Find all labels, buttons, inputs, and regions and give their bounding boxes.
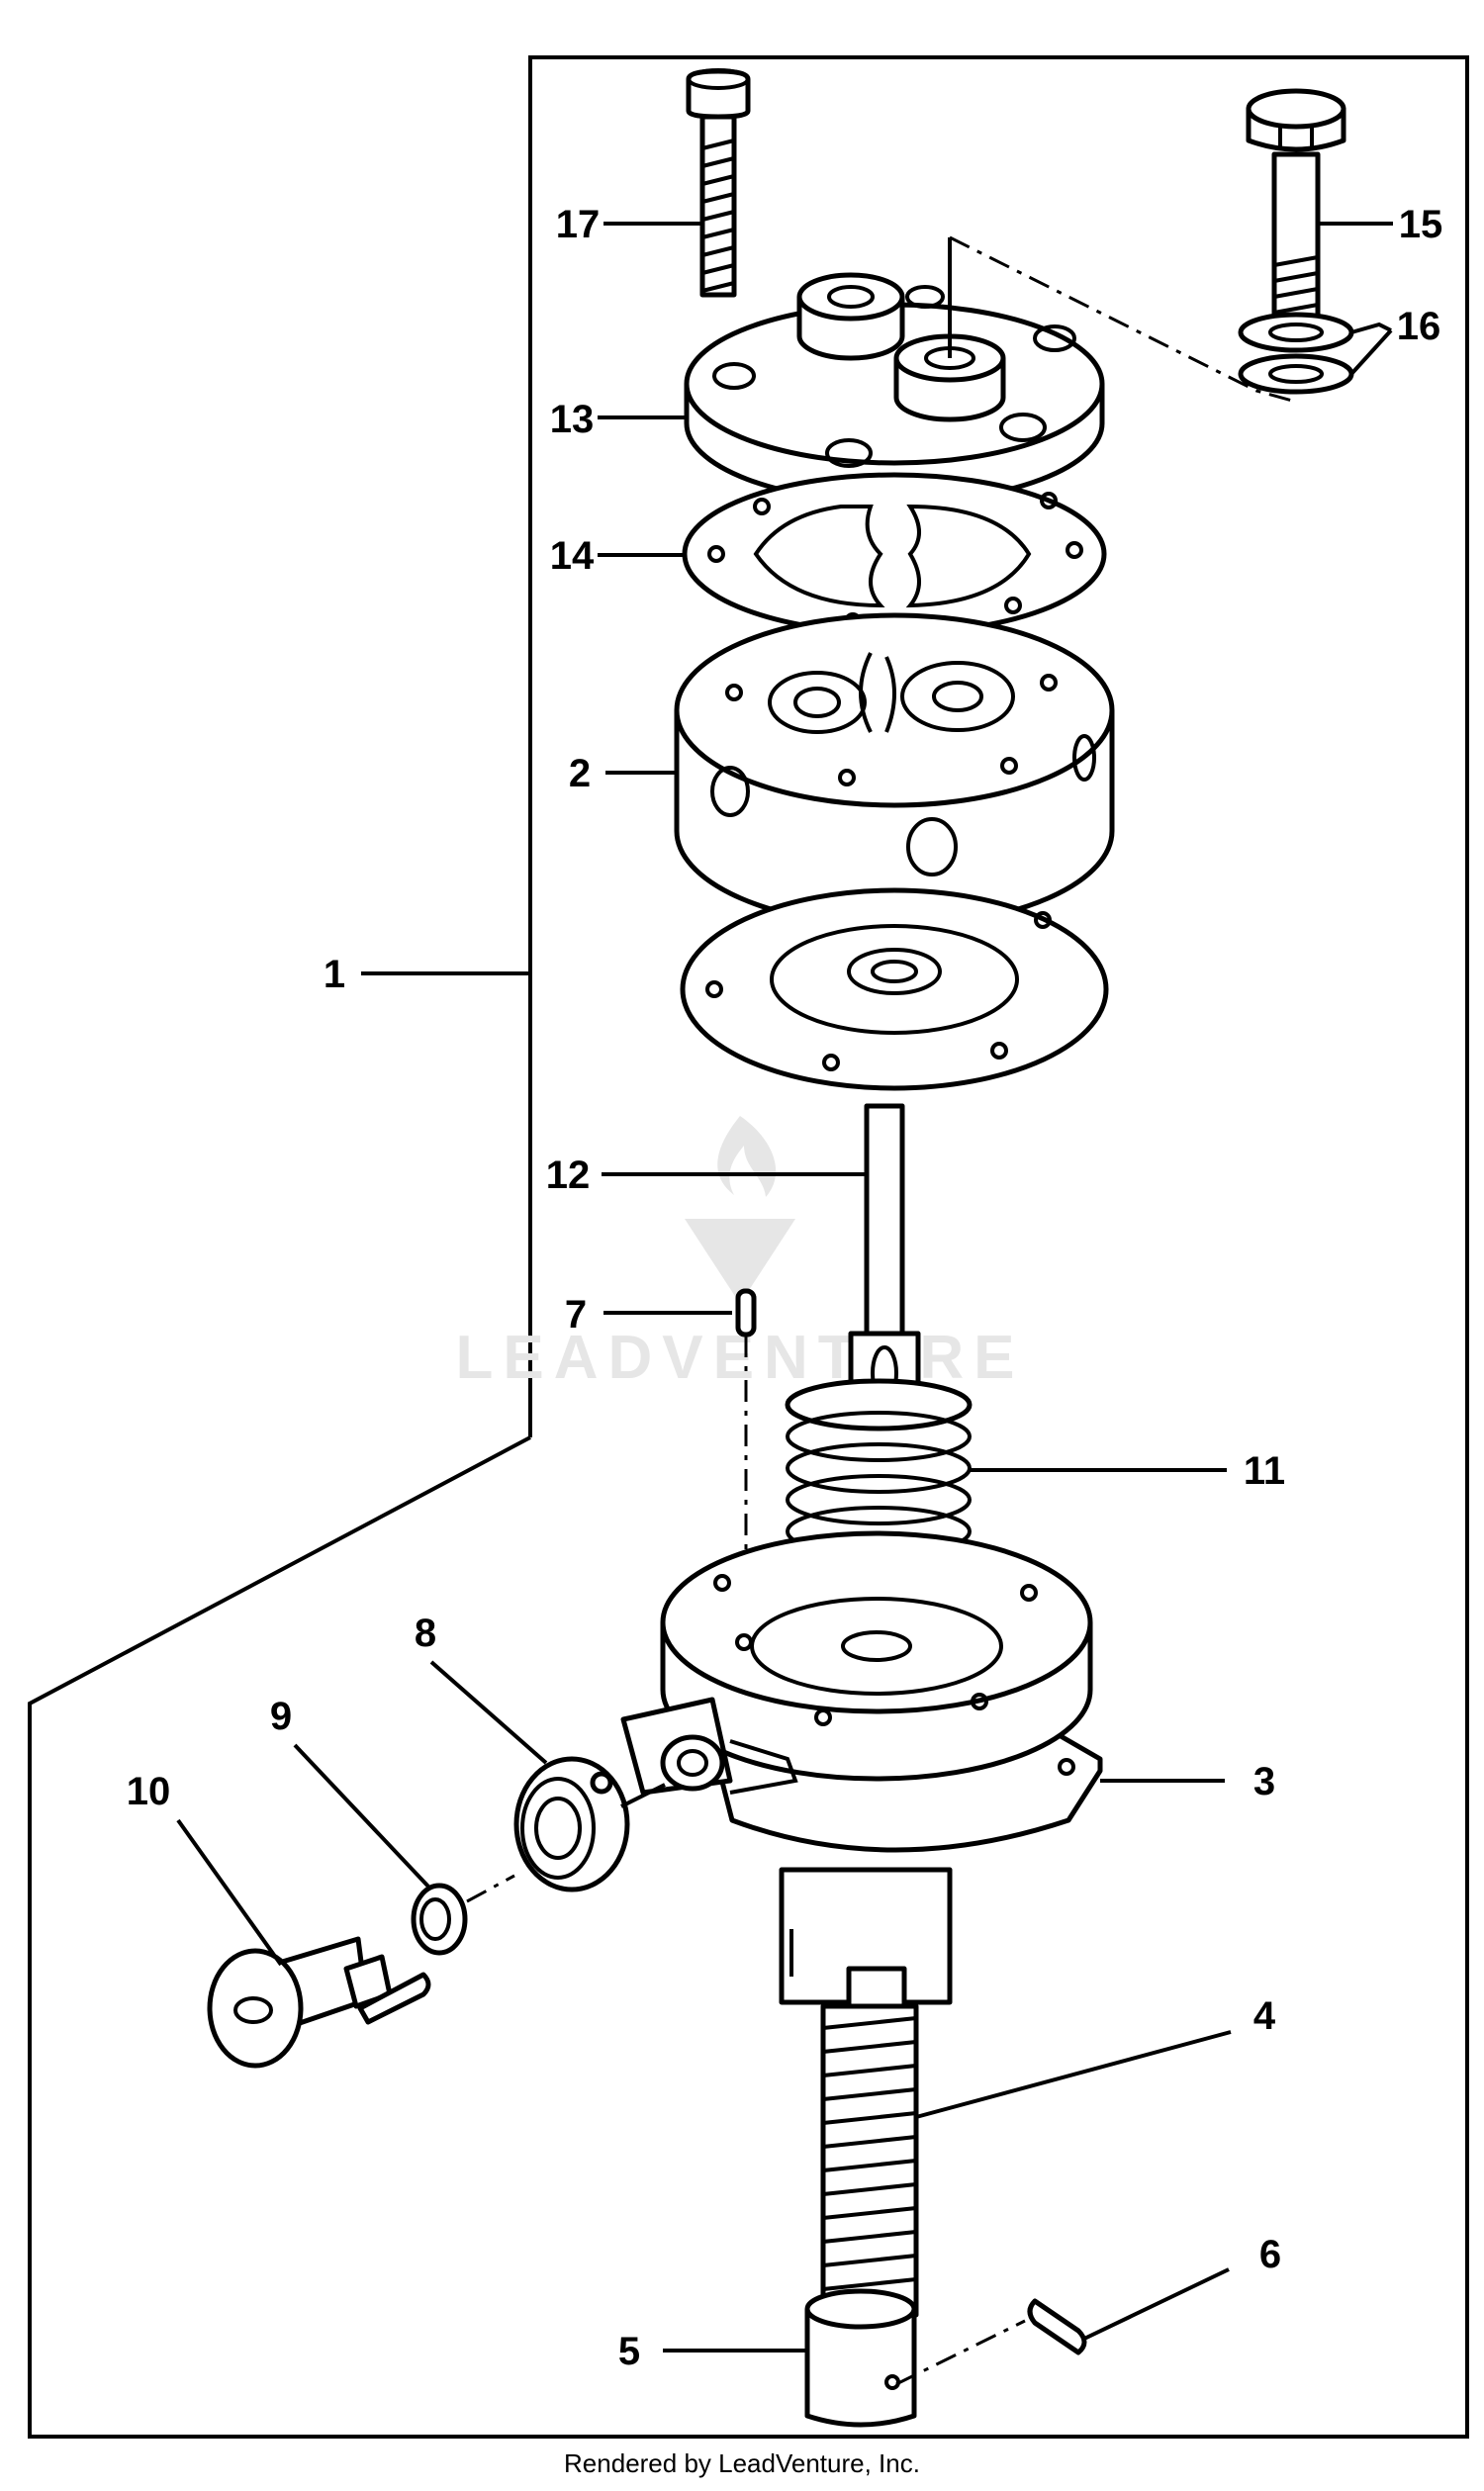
watermark: LEADVENTURE: [455, 1116, 1024, 1392]
watermark-text: LEADVENTURE: [455, 1324, 1024, 1392]
valve-alignment-line: [620, 1783, 666, 1808]
callout-2: 2: [569, 752, 591, 795]
part-4-lower-spring: [820, 2003, 919, 2318]
callout-9: 9: [270, 1695, 292, 1738]
diaphragm-holes: [705, 911, 1052, 1071]
leader-lines: [176, 222, 1393, 2353]
o-ring-alignment-line: [466, 1874, 515, 1903]
callout-8: 8: [415, 1612, 436, 1655]
callout-10: 10: [127, 1770, 171, 1813]
callout-6: 6: [1259, 2233, 1281, 2276]
housing-side-port: [620, 1697, 798, 1796]
body-holes: [725, 674, 1058, 786]
callout-7: 7: [565, 1293, 587, 1337]
part-7-pin: [735, 1288, 757, 1338]
callouts: 1 2 3 4 5 6 7 8 9 10 11 12 13 14 15 16 1…: [127, 203, 1443, 2373]
housing-holes: [713, 1574, 1075, 1776]
callout-5: 5: [618, 2330, 640, 2373]
callout-14: 14: [550, 534, 595, 578]
flame-v-logo-icon: [685, 1116, 795, 1304]
part-16-washers: [1238, 312, 1354, 395]
callout-16: 16: [1397, 305, 1441, 348]
housing-stem: [779, 1867, 953, 2017]
body-ports: [710, 734, 1096, 876]
part-6-cotter-pin: [1027, 2298, 1087, 2355]
callout-15: 15: [1399, 203, 1443, 246]
screw-thread: [701, 138, 735, 293]
callout-12: 12: [546, 1153, 591, 1197]
footer-credit: Rendered by LeadVenture, Inc.: [564, 2448, 920, 2478]
part-5-spring-cap: [804, 2288, 917, 2428]
part-12-push-rod: [848, 1103, 921, 1410]
part-14-gasket: [682, 472, 1107, 636]
callout-17: 17: [556, 203, 601, 246]
callout-13: 13: [550, 398, 595, 441]
callout-3: 3: [1253, 1760, 1275, 1803]
cover-bolt-holes: [712, 285, 1076, 468]
cover-port-left: [796, 272, 905, 361]
diaphragm: [680, 887, 1109, 1091]
part-15-hex-bolt: [1246, 88, 1346, 325]
assembly-boundary: [28, 55, 1469, 2439]
bolt-alignment-line: [949, 235, 1297, 404]
part-17-cap-screw: [686, 68, 751, 298]
part-9-o-ring: [411, 1883, 468, 1956]
callout-11: 11: [1244, 1449, 1285, 1493]
part-3-lower-housing: [620, 1530, 1103, 2017]
part-2-pump-body: [674, 612, 1115, 929]
part-10-fitting: [207, 1936, 431, 2069]
callout-1: 1: [324, 953, 345, 996]
part-8-valve: [513, 1756, 630, 1892]
part-13-cover-plate: [684, 272, 1105, 506]
callout-4: 4: [1253, 1994, 1276, 2038]
